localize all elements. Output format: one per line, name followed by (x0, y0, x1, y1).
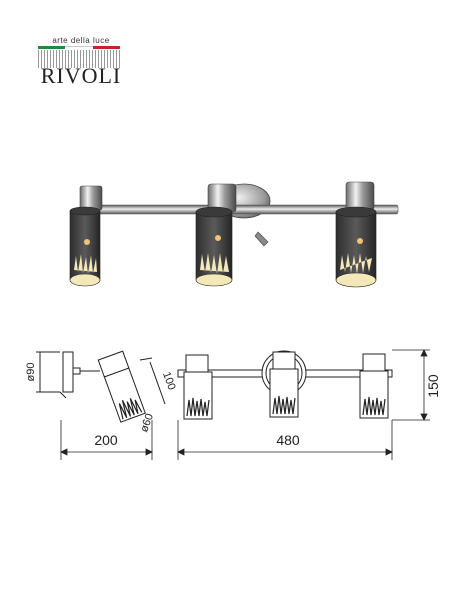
dimension-depth-label: 200 (94, 432, 118, 448)
italian-flag-stripe (38, 46, 120, 49)
spotlight-right (335, 181, 377, 288)
dimension-width-label: 480 (276, 432, 300, 448)
switch (254, 231, 269, 247)
dimension-height-label: 150 (425, 374, 441, 398)
dimension-shade-diameter-label: ø60 (138, 412, 156, 434)
dimension-lines (60, 349, 430, 460)
product-photo (69, 181, 399, 288)
front-view-drawing (177, 350, 393, 420)
brand-tagline: arte della luce (52, 36, 110, 45)
spotlight-left (69, 185, 103, 287)
spotlight-middle (195, 183, 237, 287)
dimension-base-diameter-label: ø90 (25, 363, 37, 382)
side-view-drawing (36, 350, 166, 423)
brand-name: RIVOLI (40, 63, 122, 88)
dimension-shade-length-label: 100 (160, 370, 178, 391)
brand-logo: arte della luce RIVOLI (36, 36, 126, 94)
logo-bars-graphic (38, 50, 120, 68)
